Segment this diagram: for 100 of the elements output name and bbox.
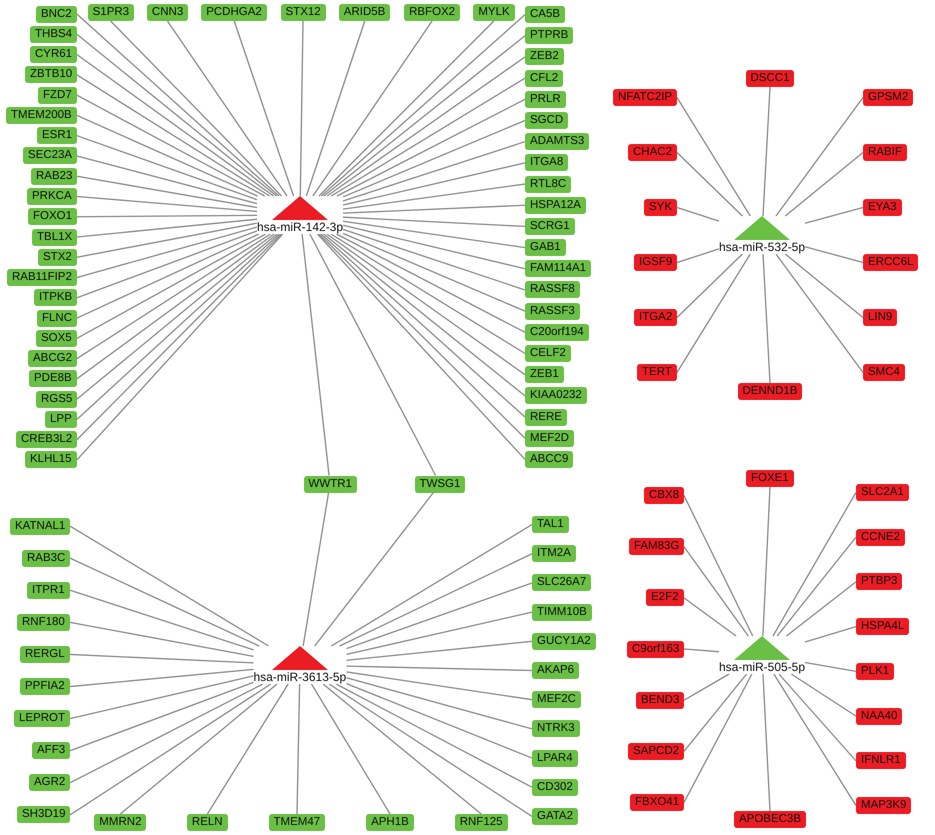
connector-line — [339, 553, 532, 647]
connector-line — [804, 662, 856, 672]
gene-box: CCNE2 — [856, 528, 905, 546]
connector-line — [70, 668, 254, 688]
gene-box: KATNAL1 — [10, 518, 70, 535]
connector-line — [762, 254, 771, 384]
connector-line — [77, 214, 257, 218]
connector-line — [784, 254, 864, 318]
gene-box: IGSF9 — [634, 254, 678, 271]
connector-line — [76, 176, 258, 208]
gene-box: TWSG1 — [414, 476, 466, 492]
connector-line — [331, 524, 532, 647]
gene-box: ITM2A — [532, 545, 576, 562]
connector-line — [775, 254, 864, 373]
connector-line — [804, 206, 864, 224]
connector-line — [322, 684, 482, 814]
connector-line — [772, 492, 857, 636]
connector-line — [342, 228, 526, 291]
connector-line — [684, 648, 720, 652]
gene-box: MEF2C — [532, 691, 581, 708]
connector-line — [296, 684, 300, 814]
gene-box: ITGA2 — [634, 309, 678, 326]
gene-box: PDE8B — [29, 370, 77, 388]
gene-box: FZD7 — [38, 86, 77, 104]
gene-box: CBX8 — [644, 487, 684, 504]
connector-line — [206, 684, 289, 814]
gene-box: RERGL — [20, 646, 70, 663]
gene-box: ITPR1 — [27, 582, 70, 599]
gene-box: FLNC — [37, 310, 78, 327]
connector-line — [762, 674, 771, 812]
gene-box: HSPA12A — [525, 196, 586, 214]
connector-line — [804, 246, 864, 264]
connector-line — [346, 677, 532, 730]
gene-box: STX2 — [38, 248, 77, 266]
gene-box: RBFOX2 — [404, 4, 460, 21]
gene-box: LIN9 — [863, 309, 898, 326]
gene-box: FOXE1 — [746, 470, 794, 487]
gene-box: CREB3L2 — [16, 431, 78, 448]
gene-box: CELF2 — [525, 345, 571, 362]
connector-line — [301, 234, 330, 476]
connector-line — [336, 683, 532, 788]
gene-box: AKAP6 — [532, 662, 580, 679]
connector-line — [300, 20, 304, 196]
gene-box: WWTR1 — [304, 476, 357, 492]
gene-box: MAP3K9 — [856, 797, 912, 814]
gene-box: IFNLR1 — [856, 752, 906, 770]
gene-box: SCRG1 — [525, 218, 575, 235]
connector-line — [804, 626, 856, 643]
connector-line — [76, 196, 258, 212]
gene-box: CNN3 — [146, 4, 188, 21]
gene-box: CA5B — [525, 6, 566, 24]
gene-box: SMC4 — [863, 364, 905, 381]
gene-box: RAB11FIP2 — [7, 269, 77, 286]
gene-box: ITPKB — [34, 289, 78, 306]
gene-box: RASSF8 — [525, 281, 580, 298]
connector-line — [676, 254, 743, 318]
gene-box: TMEM47 — [268, 814, 326, 831]
gene-box: LPAR4 — [532, 750, 578, 767]
connector-line — [342, 120, 526, 198]
gene-box: DENND1B — [738, 383, 802, 400]
gene-box: NAA40 — [856, 708, 902, 725]
connector-line — [70, 526, 269, 647]
connector-line — [775, 97, 864, 216]
gene-box: SGCD — [525, 112, 568, 129]
connector-line — [234, 20, 294, 196]
gene-box: RNF125 — [454, 814, 508, 831]
gene-box: FAM83G — [629, 538, 684, 556]
gene-box: ARID5B — [338, 4, 390, 21]
gene-box: PRKCA — [27, 188, 77, 205]
connector-line — [166, 20, 288, 196]
gene-box: RASSF3 — [525, 302, 580, 320]
gene-box: ZEB1 — [525, 366, 564, 384]
gene-box: CFL2 — [525, 70, 564, 87]
connector-line — [70, 558, 260, 647]
connector-line — [70, 590, 254, 650]
gene-box: GUCY1A2 — [532, 632, 596, 650]
gene-box: SOX5 — [36, 330, 77, 347]
mirna-label: hsa-miR-142-3p — [257, 220, 344, 234]
gene-box: STX12 — [280, 4, 326, 21]
gene-box: RAB23 — [31, 168, 78, 185]
connector-line — [342, 216, 526, 228]
connector-line — [76, 233, 271, 360]
gene-box: LEPROT — [14, 710, 70, 728]
connector-line — [76, 114, 258, 197]
connector-line — [302, 492, 330, 646]
gene-box: DSCC1 — [746, 70, 794, 87]
connector-line — [683, 546, 749, 636]
gene-box: ERCC6L — [863, 254, 918, 271]
connector-line — [676, 206, 720, 222]
connector-line — [342, 141, 526, 202]
gene-box: NTRK3 — [532, 720, 580, 738]
connector-line — [346, 640, 532, 661]
connector-line — [786, 581, 856, 637]
gene-box: SH3D19 — [17, 806, 70, 824]
connector-line — [342, 162, 526, 206]
connector-line — [76, 230, 258, 298]
gene-box: PTBP3 — [856, 573, 902, 590]
connector-line — [346, 671, 532, 700]
gene-box: SLC2A1 — [856, 484, 909, 501]
connector-line — [76, 94, 265, 197]
